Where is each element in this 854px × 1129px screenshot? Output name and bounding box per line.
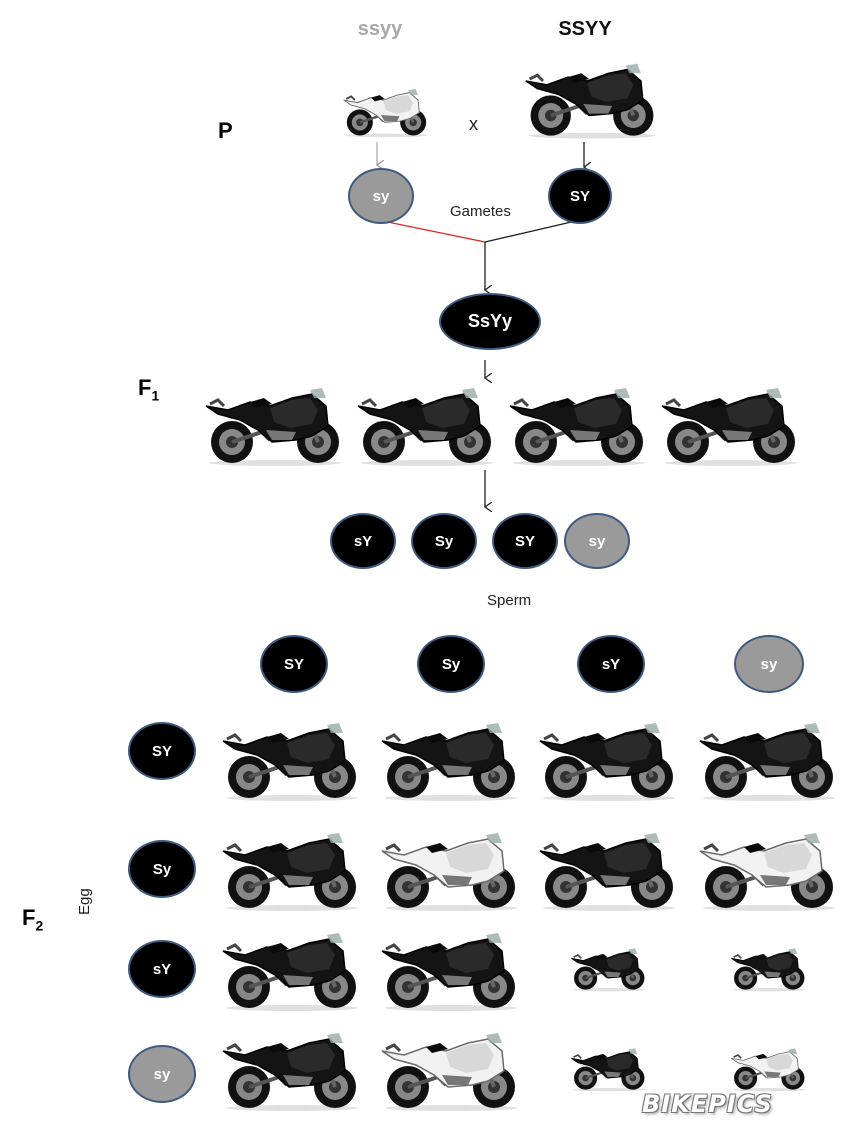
gamete-oval-left: sy [348, 168, 414, 224]
parent-bike-white [340, 84, 433, 142]
sperm-oval-3: sY [577, 635, 645, 693]
offspring-bike-r3-c4 [728, 944, 811, 996]
f1-gamete-oval-1: sY [330, 513, 396, 569]
f1-gamete-oval-3: SY [492, 513, 558, 569]
offspring-bike-r3-c1 [217, 925, 367, 1016]
offspring-bike-r2-c4 [694, 825, 844, 916]
offspring-bike-r4-c1 [217, 1025, 367, 1116]
parent-right-genotype: SSYY [558, 18, 612, 40]
egg-oval-3: sY [128, 940, 196, 998]
offspring-bike-r4-c3 [568, 1044, 651, 1096]
sperm-oval-4: sy [734, 635, 804, 693]
f1-bike-1 [200, 380, 350, 471]
offspring-bike-r2-c2 [376, 825, 526, 916]
generation-label-p: P [218, 118, 233, 143]
watermark-logo: BIKEPICS [642, 1090, 773, 1118]
egg-oval-4: sy [128, 1045, 196, 1103]
egg-oval-1: SY [128, 722, 196, 780]
gamete-oval-right: SY [548, 168, 612, 224]
egg-label: Egg [76, 888, 93, 915]
f1-gamete-oval-4: sy [564, 513, 630, 569]
parent-left-genotype: ssyy [357, 18, 403, 40]
offspring-bike-r2-c1 [217, 825, 367, 916]
generation-label-f1: F1 [138, 375, 160, 404]
offspring-bike-r4-c4 [728, 1044, 811, 1096]
sperm-oval-2: Sy [417, 635, 485, 693]
parent-bike-black [520, 56, 664, 144]
f1-genotype-oval: SsYy [439, 293, 541, 350]
offspring-bike-r1-c4 [694, 715, 844, 806]
sperm-label: Sperm [487, 592, 532, 609]
f1-bike-4 [656, 380, 806, 471]
offspring-bike-r3-c2 [376, 925, 526, 1016]
offspring-bike-r4-c2 [376, 1025, 526, 1116]
gametes-label: Gametes [450, 203, 511, 220]
f1-bike-3 [504, 380, 654, 471]
egg-oval-2: Sy [128, 840, 196, 898]
f1-bike-2 [352, 380, 502, 471]
cross-symbol: x [469, 114, 478, 134]
sperm-oval-1: SY [260, 635, 328, 693]
offspring-bike-r3-c3 [568, 944, 651, 996]
offspring-bike-r1-c2 [376, 715, 526, 806]
generation-label-f2: F2 [22, 905, 44, 934]
offspring-bike-r1-c1 [217, 715, 367, 806]
red-gamete-line [377, 219, 486, 243]
offspring-bike-r2-c3 [534, 825, 684, 916]
black-gamete-line [484, 219, 581, 243]
f1-gamete-oval-2: Sy [411, 513, 477, 569]
offspring-bike-r1-c3 [534, 715, 684, 806]
